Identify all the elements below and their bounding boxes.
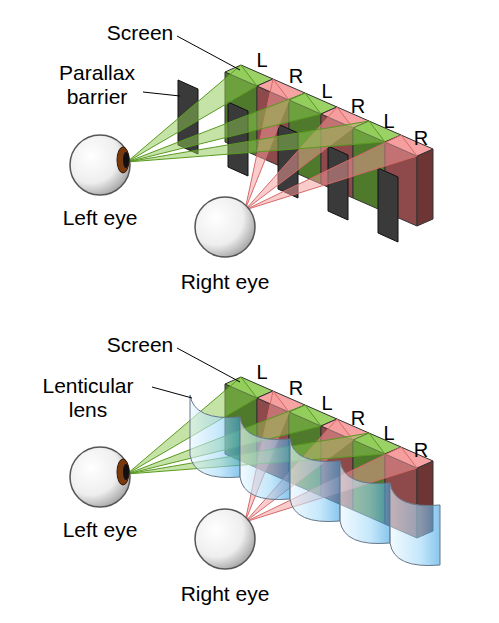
pupil	[123, 152, 129, 168]
leader-line	[177, 36, 240, 70]
strip-letter: L	[321, 392, 332, 415]
right-light-ray	[245, 107, 353, 210]
strip-letter: R	[414, 439, 428, 462]
barrier-plate	[378, 168, 398, 242]
part-label: Left eye	[63, 518, 138, 542]
strip-letter: R	[351, 407, 365, 430]
leader-line	[177, 348, 240, 382]
strip-letter: R	[414, 127, 428, 150]
left-light-ray	[127, 121, 385, 162]
part-label: Screen	[107, 333, 174, 357]
lenticular-lens	[190, 395, 240, 478]
right-light-ray	[245, 135, 417, 210]
iris	[117, 459, 129, 485]
strip-letter: L	[256, 49, 267, 72]
lenticular-lens	[240, 417, 290, 500]
strip-letter: L	[383, 422, 394, 445]
strip-letter: R	[289, 65, 303, 88]
leader-line	[143, 92, 180, 96]
strip-letter: L	[321, 80, 332, 103]
left-eyeball	[70, 447, 130, 507]
leader-line	[152, 387, 192, 398]
part-label: Lenticular lens	[27, 374, 149, 422]
iris	[117, 147, 129, 173]
lenticular-lens	[390, 483, 440, 566]
barrier-plate	[228, 102, 248, 176]
part-label: Left eye	[63, 206, 138, 230]
lenticular-lens	[340, 461, 390, 544]
lenticular-lens	[290, 439, 340, 522]
left-eyeball	[70, 135, 130, 195]
right-eyeball	[195, 509, 255, 569]
pupil	[123, 464, 129, 480]
screen-end-face	[417, 149, 433, 226]
strip-letter: R	[351, 95, 365, 118]
part-label: Right eye	[181, 270, 270, 294]
part-label: Right eye	[181, 582, 270, 606]
part-label: Parallax barrier	[41, 61, 153, 109]
part-label: Screen	[107, 21, 174, 45]
strip-letter: R	[289, 377, 303, 400]
strip-letter: L	[383, 110, 394, 133]
right-eyeball	[195, 197, 255, 257]
strip-letter: L	[256, 361, 267, 384]
